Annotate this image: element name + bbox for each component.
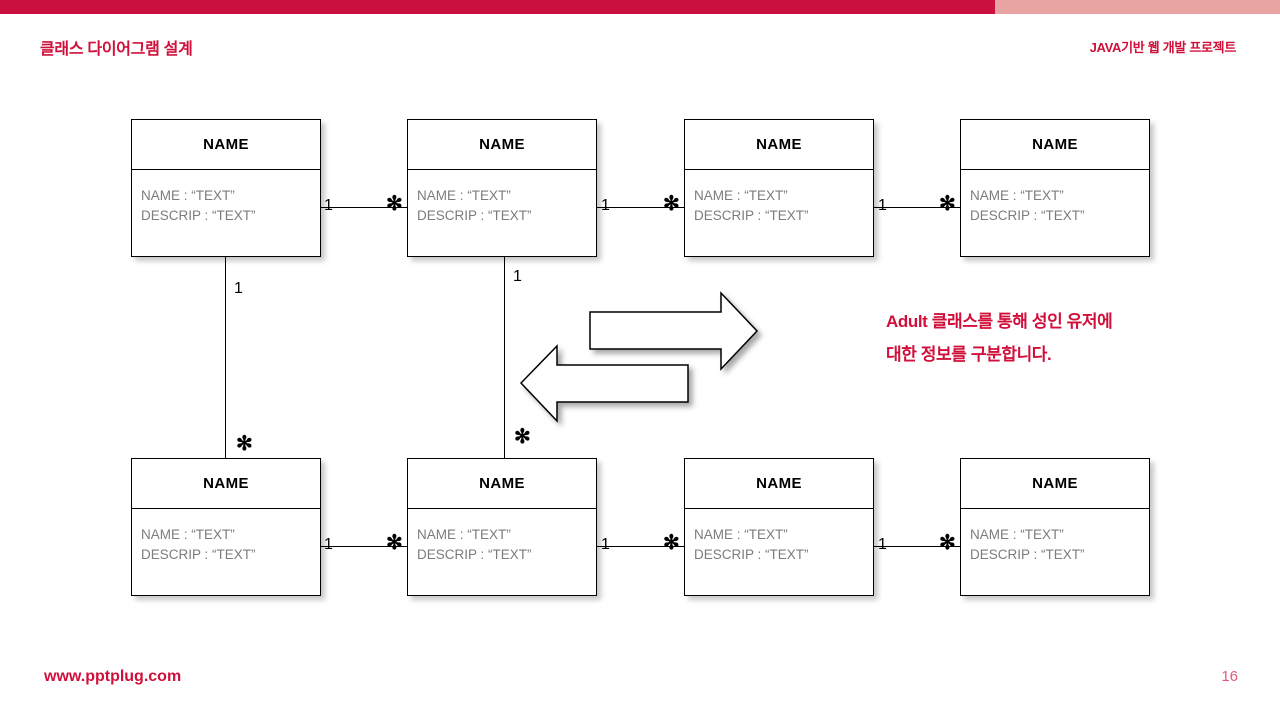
association-line-c1-c2 (321, 207, 407, 208)
class-body-c1: NAME : “TEXT” DESCRIP : “TEXT” (132, 170, 320, 226)
arrow-left-icon (518, 344, 694, 424)
multiplicity-c3-c4-from: 1 (878, 197, 887, 214)
page-title: 클래스 다이어그램 설계 (40, 41, 193, 58)
class-box-c7[interactable]: NAME NAME : “TEXT” DESCRIP : “TEXT” (684, 458, 874, 596)
multiplicity-c1-c2-from: 1 (324, 197, 333, 214)
multiplicity-c5-c6-from: 1 (324, 536, 333, 553)
multiplicity-c1-c2-to: ✻ (386, 193, 403, 215)
class-attr: DESCRIP : “TEXT” (970, 547, 1085, 562)
class-box-c5[interactable]: NAME NAME : “TEXT” DESCRIP : “TEXT” (131, 458, 321, 596)
association-line-c1-c5 (225, 257, 226, 458)
class-header-c6: NAME (408, 459, 596, 509)
class-attr: DESCRIP : “TEXT” (970, 208, 1085, 223)
association-line-c3-c4 (874, 207, 960, 208)
class-header-c2: NAME (408, 120, 596, 170)
multiplicity-c6-c7-to: ✻ (663, 532, 680, 554)
multiplicity-c7-c8-from: 1 (878, 536, 887, 553)
class-header-c8: NAME (961, 459, 1149, 509)
class-body-c2: NAME : “TEXT” DESCRIP : “TEXT” (408, 170, 596, 226)
class-body-c5: NAME : “TEXT” DESCRIP : “TEXT” (132, 509, 320, 565)
multiplicity-c1-c5-from: 1 (234, 280, 243, 297)
association-line-c2-c3 (597, 207, 684, 208)
class-attr: DESCRIP : “TEXT” (417, 547, 532, 562)
class-attr: DESCRIP : “TEXT” (417, 208, 532, 223)
class-header-c3: NAME (685, 120, 873, 170)
class-body-c4: NAME : “TEXT” DESCRIP : “TEXT” (961, 170, 1149, 226)
multiplicity-c2-c6-from: 1 (513, 268, 522, 285)
class-attr: DESCRIP : “TEXT” (141, 208, 256, 223)
association-line-c7-c8 (874, 546, 960, 547)
class-attr: DESCRIP : “TEXT” (141, 547, 256, 562)
top-accent-bar (0, 0, 1280, 14)
class-box-c1[interactable]: NAME NAME : “TEXT” DESCRIP : “TEXT” (131, 119, 321, 257)
class-name-c8: NAME (1032, 475, 1078, 492)
class-body-c8: NAME : “TEXT” DESCRIP : “TEXT” (961, 509, 1149, 565)
arrow-right-icon (588, 291, 760, 371)
class-name-c5: NAME (203, 475, 249, 492)
multiplicity-c7-c8-to: ✻ (939, 532, 956, 554)
annotation-text: Adult 클래스를 통해 성인 유저에 대한 정보를 구분합니다. (886, 312, 1113, 364)
multiplicity-c3-c4-to: ✻ (939, 193, 956, 215)
class-attr: DESCRIP : “TEXT” (694, 547, 809, 562)
class-attr: NAME : “TEXT” (694, 527, 788, 542)
top-accent-bar-right (995, 0, 1280, 14)
association-line-c5-c6 (321, 546, 407, 547)
class-name-c4: NAME (1032, 136, 1078, 153)
class-box-c6[interactable]: NAME NAME : “TEXT” DESCRIP : “TEXT” (407, 458, 597, 596)
class-box-c3[interactable]: NAME NAME : “TEXT” DESCRIP : “TEXT” (684, 119, 874, 257)
class-name-c3: NAME (756, 136, 802, 153)
footer-url[interactable]: www.pptplug.com (44, 668, 182, 685)
project-title: JAVA기반 웹 개발 프로젝트 (1089, 40, 1237, 55)
class-attr: NAME : “TEXT” (417, 527, 511, 542)
class-name-c1: NAME (203, 136, 249, 153)
multiplicity-c2-c3-to: ✻ (663, 193, 680, 215)
class-attr: NAME : “TEXT” (141, 527, 235, 542)
class-box-c2[interactable]: NAME NAME : “TEXT” DESCRIP : “TEXT” (407, 119, 597, 257)
class-header-c1: NAME (132, 120, 320, 170)
class-box-c8[interactable]: NAME NAME : “TEXT” DESCRIP : “TEXT” (960, 458, 1150, 596)
class-attr: NAME : “TEXT” (141, 188, 235, 203)
association-line-c6-c7 (597, 546, 684, 547)
multiplicity-c5-c6-to: ✻ (386, 532, 403, 554)
class-header-c4: NAME (961, 120, 1149, 170)
class-name-c6: NAME (479, 475, 525, 492)
class-attr: NAME : “TEXT” (970, 527, 1064, 542)
class-box-c4[interactable]: NAME NAME : “TEXT” DESCRIP : “TEXT” (960, 119, 1150, 257)
class-header-c5: NAME (132, 459, 320, 509)
class-header-c7: NAME (685, 459, 873, 509)
class-body-c7: NAME : “TEXT” DESCRIP : “TEXT” (685, 509, 873, 565)
association-line-c2-c6 (504, 257, 505, 458)
class-body-c6: NAME : “TEXT” DESCRIP : “TEXT” (408, 509, 596, 565)
class-name-c7: NAME (756, 475, 802, 492)
multiplicity-c1-c5-to: ✻ (236, 433, 253, 455)
top-accent-bar-left (0, 0, 995, 14)
class-attr: DESCRIP : “TEXT” (694, 208, 809, 223)
class-attr: NAME : “TEXT” (417, 188, 511, 203)
class-body-c3: NAME : “TEXT” DESCRIP : “TEXT” (685, 170, 873, 226)
multiplicity-c2-c6-to: ✻ (514, 426, 531, 448)
class-attr: NAME : “TEXT” (970, 188, 1064, 203)
page-number: 16 (1221, 668, 1238, 685)
class-name-c2: NAME (479, 136, 525, 153)
multiplicity-c2-c3-from: 1 (601, 197, 610, 214)
multiplicity-c6-c7-from: 1 (601, 536, 610, 553)
class-attr: NAME : “TEXT” (694, 188, 788, 203)
